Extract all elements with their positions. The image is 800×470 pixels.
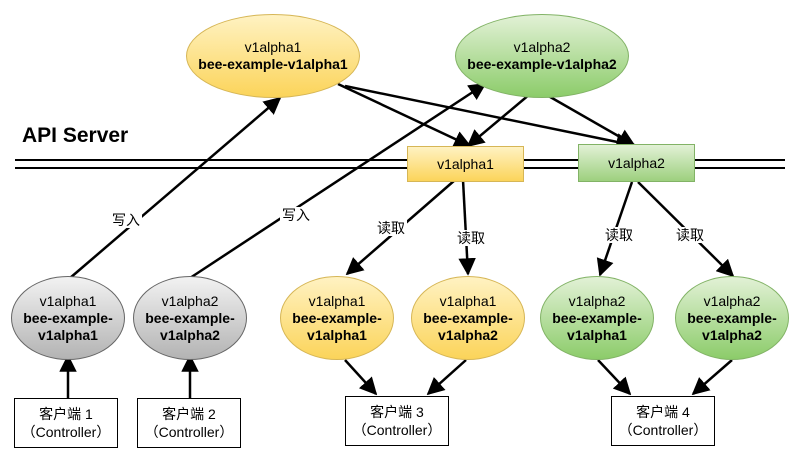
storage-object-v1alpha1-version: v1alpha1 <box>244 39 302 55</box>
storage-object-v1alpha2-version: v1alpha2 <box>513 39 571 55</box>
client-object-5: v1alpha2 bee-example- v1alpha1 <box>540 276 654 360</box>
client-object-2-version: v1alpha2 <box>161 292 219 309</box>
client-2-role: （Controller） <box>144 424 234 440</box>
storage-object-v1alpha2-name: bee-example-v1alpha2 <box>467 56 617 72</box>
storage-object-v1alpha1: v1alpha1 bee-example-v1alpha1 <box>186 14 360 98</box>
arrow-obj3-client3 <box>344 359 378 396</box>
client-object-6-version: v1alpha2 <box>703 292 761 309</box>
client-object-2-line2: v1alpha2 <box>160 326 220 343</box>
client-4-name: 客户端 4 <box>636 404 690 420</box>
client-1: 客户端 1 （Controller） <box>14 398 118 448</box>
client-4: 客户端 4 （Controller） <box>611 396 715 446</box>
client-2: 客户端 2 （Controller） <box>137 398 241 448</box>
client-object-5-version: v1alpha2 <box>568 292 626 309</box>
client-object-2-line1: bee-example- <box>145 309 235 326</box>
read-arrow-2 <box>458 179 476 276</box>
client-object-6: v1alpha2 bee-example- v1alpha2 <box>675 276 789 360</box>
api-endpoint-v1alpha1: v1alpha1 <box>407 146 524 182</box>
client-3-name: 客户端 3 <box>370 404 424 420</box>
client-object-5-line1: bee-example- <box>552 309 642 326</box>
read-label-4: 读取 <box>674 227 706 243</box>
api-endpoint-v1alpha2: v1alpha2 <box>578 144 695 182</box>
read-label-1: 读取 <box>375 220 407 236</box>
write-label-2: 写入 <box>280 207 312 223</box>
client-4-role: （Controller） <box>618 422 708 438</box>
client-object-4-line1: bee-example- <box>423 309 513 326</box>
client-object-3: v1alpha1 bee-example- v1alpha1 <box>280 276 394 360</box>
write-arrow-1 <box>69 96 282 279</box>
client-object-3-line2: v1alpha1 <box>307 326 367 343</box>
arrow-obj5-client4 <box>597 359 632 396</box>
client-3-role: （Controller） <box>352 422 442 438</box>
storage-object-v1alpha1-name: bee-example-v1alpha1 <box>198 56 348 72</box>
write-label-1: 写入 <box>110 212 142 228</box>
client-object-4-version: v1alpha1 <box>439 292 497 309</box>
client-3: 客户端 3 （Controller） <box>345 396 449 446</box>
client-object-1-version: v1alpha1 <box>39 292 97 309</box>
client-1-role: （Controller） <box>21 424 111 440</box>
arrow-v2-to-ep2 <box>544 92 636 147</box>
client-object-3-line1: bee-example- <box>292 309 382 326</box>
client-object-1: v1alpha1 bee-example- v1alpha1 <box>11 276 125 360</box>
write-arrow-2 <box>189 82 487 280</box>
client-object-4-line2: v1alpha2 <box>438 326 498 343</box>
client-object-5-line2: v1alpha1 <box>567 326 627 343</box>
arrow-v1-to-ep2 <box>344 84 634 151</box>
api-server-label: API Server <box>22 124 129 147</box>
client-object-6-line1: bee-example- <box>687 309 777 326</box>
client-2-name: 客户端 2 <box>162 406 216 422</box>
read-label-3: 读取 <box>603 227 635 243</box>
storage-object-v1alpha2: v1alpha2 bee-example-v1alpha2 <box>455 14 629 98</box>
client-object-2: v1alpha2 bee-example- v1alpha2 <box>133 276 247 360</box>
client-object-1-line1: bee-example- <box>23 309 113 326</box>
client-object-6-line2: v1alpha2 <box>702 326 762 343</box>
arrow-obj4-client3 <box>426 359 467 396</box>
read-label-2: 读取 <box>455 230 487 246</box>
client-object-1-line2: v1alpha1 <box>38 326 98 343</box>
arrow-v2-to-ep1 <box>466 93 531 148</box>
arrow-v1-to-ep1 <box>337 82 472 148</box>
arrow-obj6-client4 <box>691 359 733 396</box>
client-object-3-version: v1alpha1 <box>308 292 366 309</box>
client-1-name: 客户端 1 <box>39 406 93 422</box>
client-object-4: v1alpha1 bee-example- v1alpha2 <box>411 276 525 360</box>
